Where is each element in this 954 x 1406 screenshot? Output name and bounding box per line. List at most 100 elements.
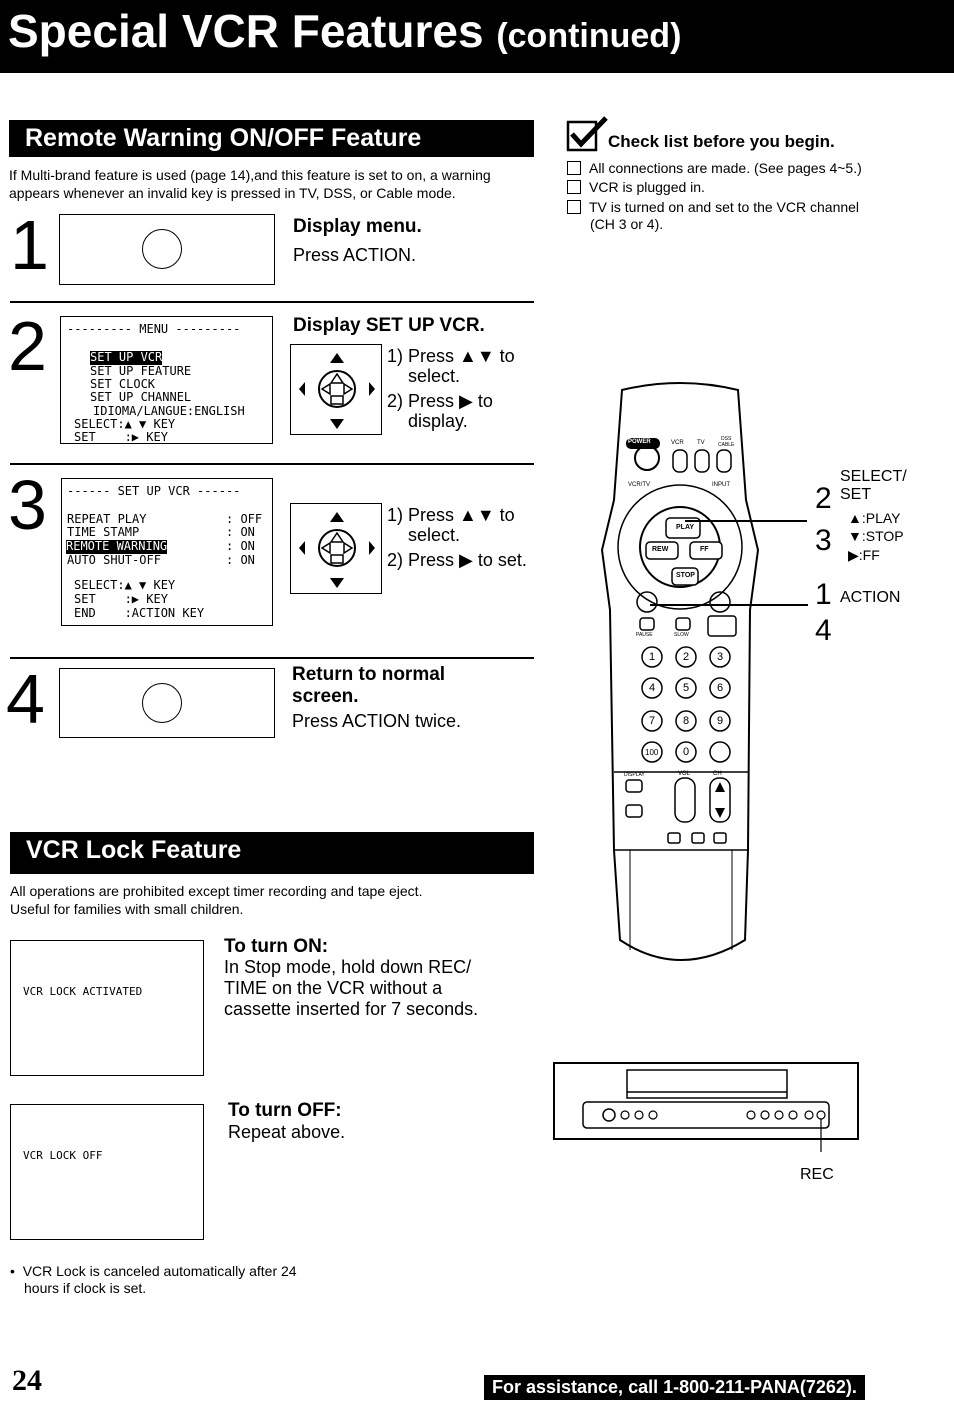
step-2-instruction: 1) Press ▲▼ to (387, 346, 515, 366)
joystick-diagram (290, 503, 382, 594)
step-2-instruction: select. (408, 366, 461, 386)
remote-warning-intro-2: appears whenever an invalid key is press… (9, 185, 456, 201)
display-button-label: DISPLAY (624, 772, 645, 778)
label-step-1: 1 (815, 578, 832, 611)
rew-button: REW (652, 546, 669, 553)
step-1-number: 1 (10, 206, 49, 284)
checkbox-icon (567, 180, 581, 194)
key-7: 7 (649, 715, 656, 727)
joystick-icon (299, 512, 375, 588)
setup-row-value: : ON (226, 525, 255, 539)
key-2: 2 (683, 651, 690, 663)
turn-off-title: To turn OFF: (228, 1100, 342, 1121)
divider (10, 657, 534, 659)
menu-line: IDIOMA/LANGUE:ENGLISH (93, 404, 245, 418)
menu-line: SET CLOCK (90, 377, 156, 391)
setup-row-value: : OFF (226, 512, 263, 526)
checklist-item: TV is turned on and set to the VCR chann… (567, 198, 859, 216)
tv-screen-lock-on: VCR LOCK ACTIVATED (10, 940, 204, 1076)
setup-row: AUTO SHUT-OFF (67, 553, 161, 567)
checkbox-icon (567, 161, 581, 175)
ch-label: CH (713, 771, 722, 777)
label-step-2: 2 (815, 482, 832, 515)
label-step-4: 4 (815, 614, 832, 647)
step-3-instruction: select. (408, 525, 461, 545)
assistance-banner: For assistance, call 1-800-211-PANA(7262… (484, 1375, 865, 1400)
power-button: POWER (628, 439, 651, 445)
menu-header: --------- MENU --------- (67, 322, 241, 336)
checklist-item: All connections are made. (See pages 4~5… (567, 159, 862, 177)
label-action: ACTION (840, 589, 901, 606)
setup-row-highlight: REMOTE WARNING (66, 539, 168, 554)
checkmark-icon (566, 116, 610, 157)
callout-line (650, 604, 808, 606)
setup-line: SET :▶ KEY (74, 592, 168, 606)
label-step-3: 3 (815, 524, 832, 557)
step-2-instruction: 2) Press ▶ to (387, 391, 493, 411)
setup-row: TIME STAMP (67, 525, 140, 539)
label-ff: ▶:FF (848, 547, 880, 563)
lock-on-screen-text: VCR LOCK ACTIVATED (23, 985, 143, 998)
step-2-title: Display SET UP VCR. (293, 315, 485, 336)
title-bar: Special VCR Features (continued) (0, 0, 954, 73)
ff-button: FF (700, 546, 709, 553)
key-5: 5 (683, 682, 690, 694)
joystick-diagram (290, 344, 382, 435)
label-select: SELECT/ (840, 468, 907, 485)
step-4-title: screen. (292, 686, 359, 707)
key-9: 9 (717, 715, 724, 727)
action-button-icon (142, 229, 182, 269)
setup-header: ------ SET UP VCR ------ (67, 484, 241, 498)
step-3-instruction: 2) Press ▶ to set. (387, 550, 527, 570)
vcr-unit-illustration (553, 1062, 859, 1152)
tv-button-label: TV (697, 440, 705, 446)
step-4-text: Press ACTION twice. (292, 711, 462, 731)
vcr-lock-note-cont: hours if clock is set. (24, 1280, 147, 1296)
setup-row-value: : ON (226, 553, 255, 567)
tv-screen-step4 (59, 668, 275, 738)
remote-warning-intro-1: If Multi-brand feature is used (page 14)… (9, 167, 491, 183)
vcr-lock-heading: VCR Lock Feature (10, 832, 534, 874)
key-6: 6 (717, 682, 724, 694)
vcr-lock-intro-1: All operations are prohibited except tim… (10, 883, 423, 899)
label-stop: ▼:STOP (848, 528, 904, 544)
key-3: 3 (717, 651, 724, 663)
key-1: 1 (649, 651, 656, 663)
step-4-number: 4 (6, 660, 45, 738)
menu-line: SELECT:▲ ▼ KEY (74, 417, 176, 431)
menu-line: SET UP FEATURE (90, 364, 192, 378)
label-play: ▲:PLAY (848, 510, 901, 526)
vcr-lock-intro-2: Useful for families with small children. (10, 901, 244, 917)
setup-row-value: : ON (226, 539, 255, 553)
step-2-number: 2 (8, 307, 47, 385)
dss-button-label: DSS (721, 436, 732, 442)
joystick-icon (299, 353, 375, 429)
divider (10, 301, 534, 303)
menu-line: SET :▶ KEY (74, 430, 168, 444)
step-2-instruction: display. (408, 411, 468, 431)
page-number: 24 (12, 1364, 42, 1397)
setup-row: REPEAT PLAY (67, 512, 147, 526)
step-3-instruction: 1) Press ▲▼ to (387, 505, 515, 525)
remote-warning-heading: Remote Warning ON/OFF Feature (9, 120, 534, 157)
callout-line (685, 520, 807, 522)
setup-line: END :ACTION KEY (74, 606, 205, 620)
vol-label: VOL (678, 771, 691, 777)
checkbox-icon (567, 200, 581, 214)
slow-button-label: SLOW (674, 632, 689, 638)
tv-screen-menu: --------- MENU --------- SET UP VCR SET … (60, 316, 273, 444)
menu-line: SET UP CHANNEL (90, 390, 192, 404)
pause-button-label: PAUSE (636, 632, 653, 638)
vcr-button-label: VCR (671, 440, 684, 446)
setup-line: SELECT:▲ ▼ KEY (74, 578, 176, 592)
tv-screen-step1 (59, 214, 275, 285)
vcrtv-button-label: VCR/TV (628, 482, 651, 488)
key-0: 0 (683, 746, 690, 758)
step-3-number: 3 (8, 466, 47, 544)
rec-label: REC (800, 1166, 834, 1183)
checklist-title: Check list before you begin. (608, 132, 835, 151)
tv-screen-setup: ------ SET UP VCR ------ REPEAT PLAY : O… (61, 478, 273, 626)
turn-on-text: cassette inserted for 7 seconds. (224, 999, 479, 1019)
key-8: 8 (683, 715, 690, 727)
turn-on-text: TIME on the VCR without a (224, 978, 443, 998)
